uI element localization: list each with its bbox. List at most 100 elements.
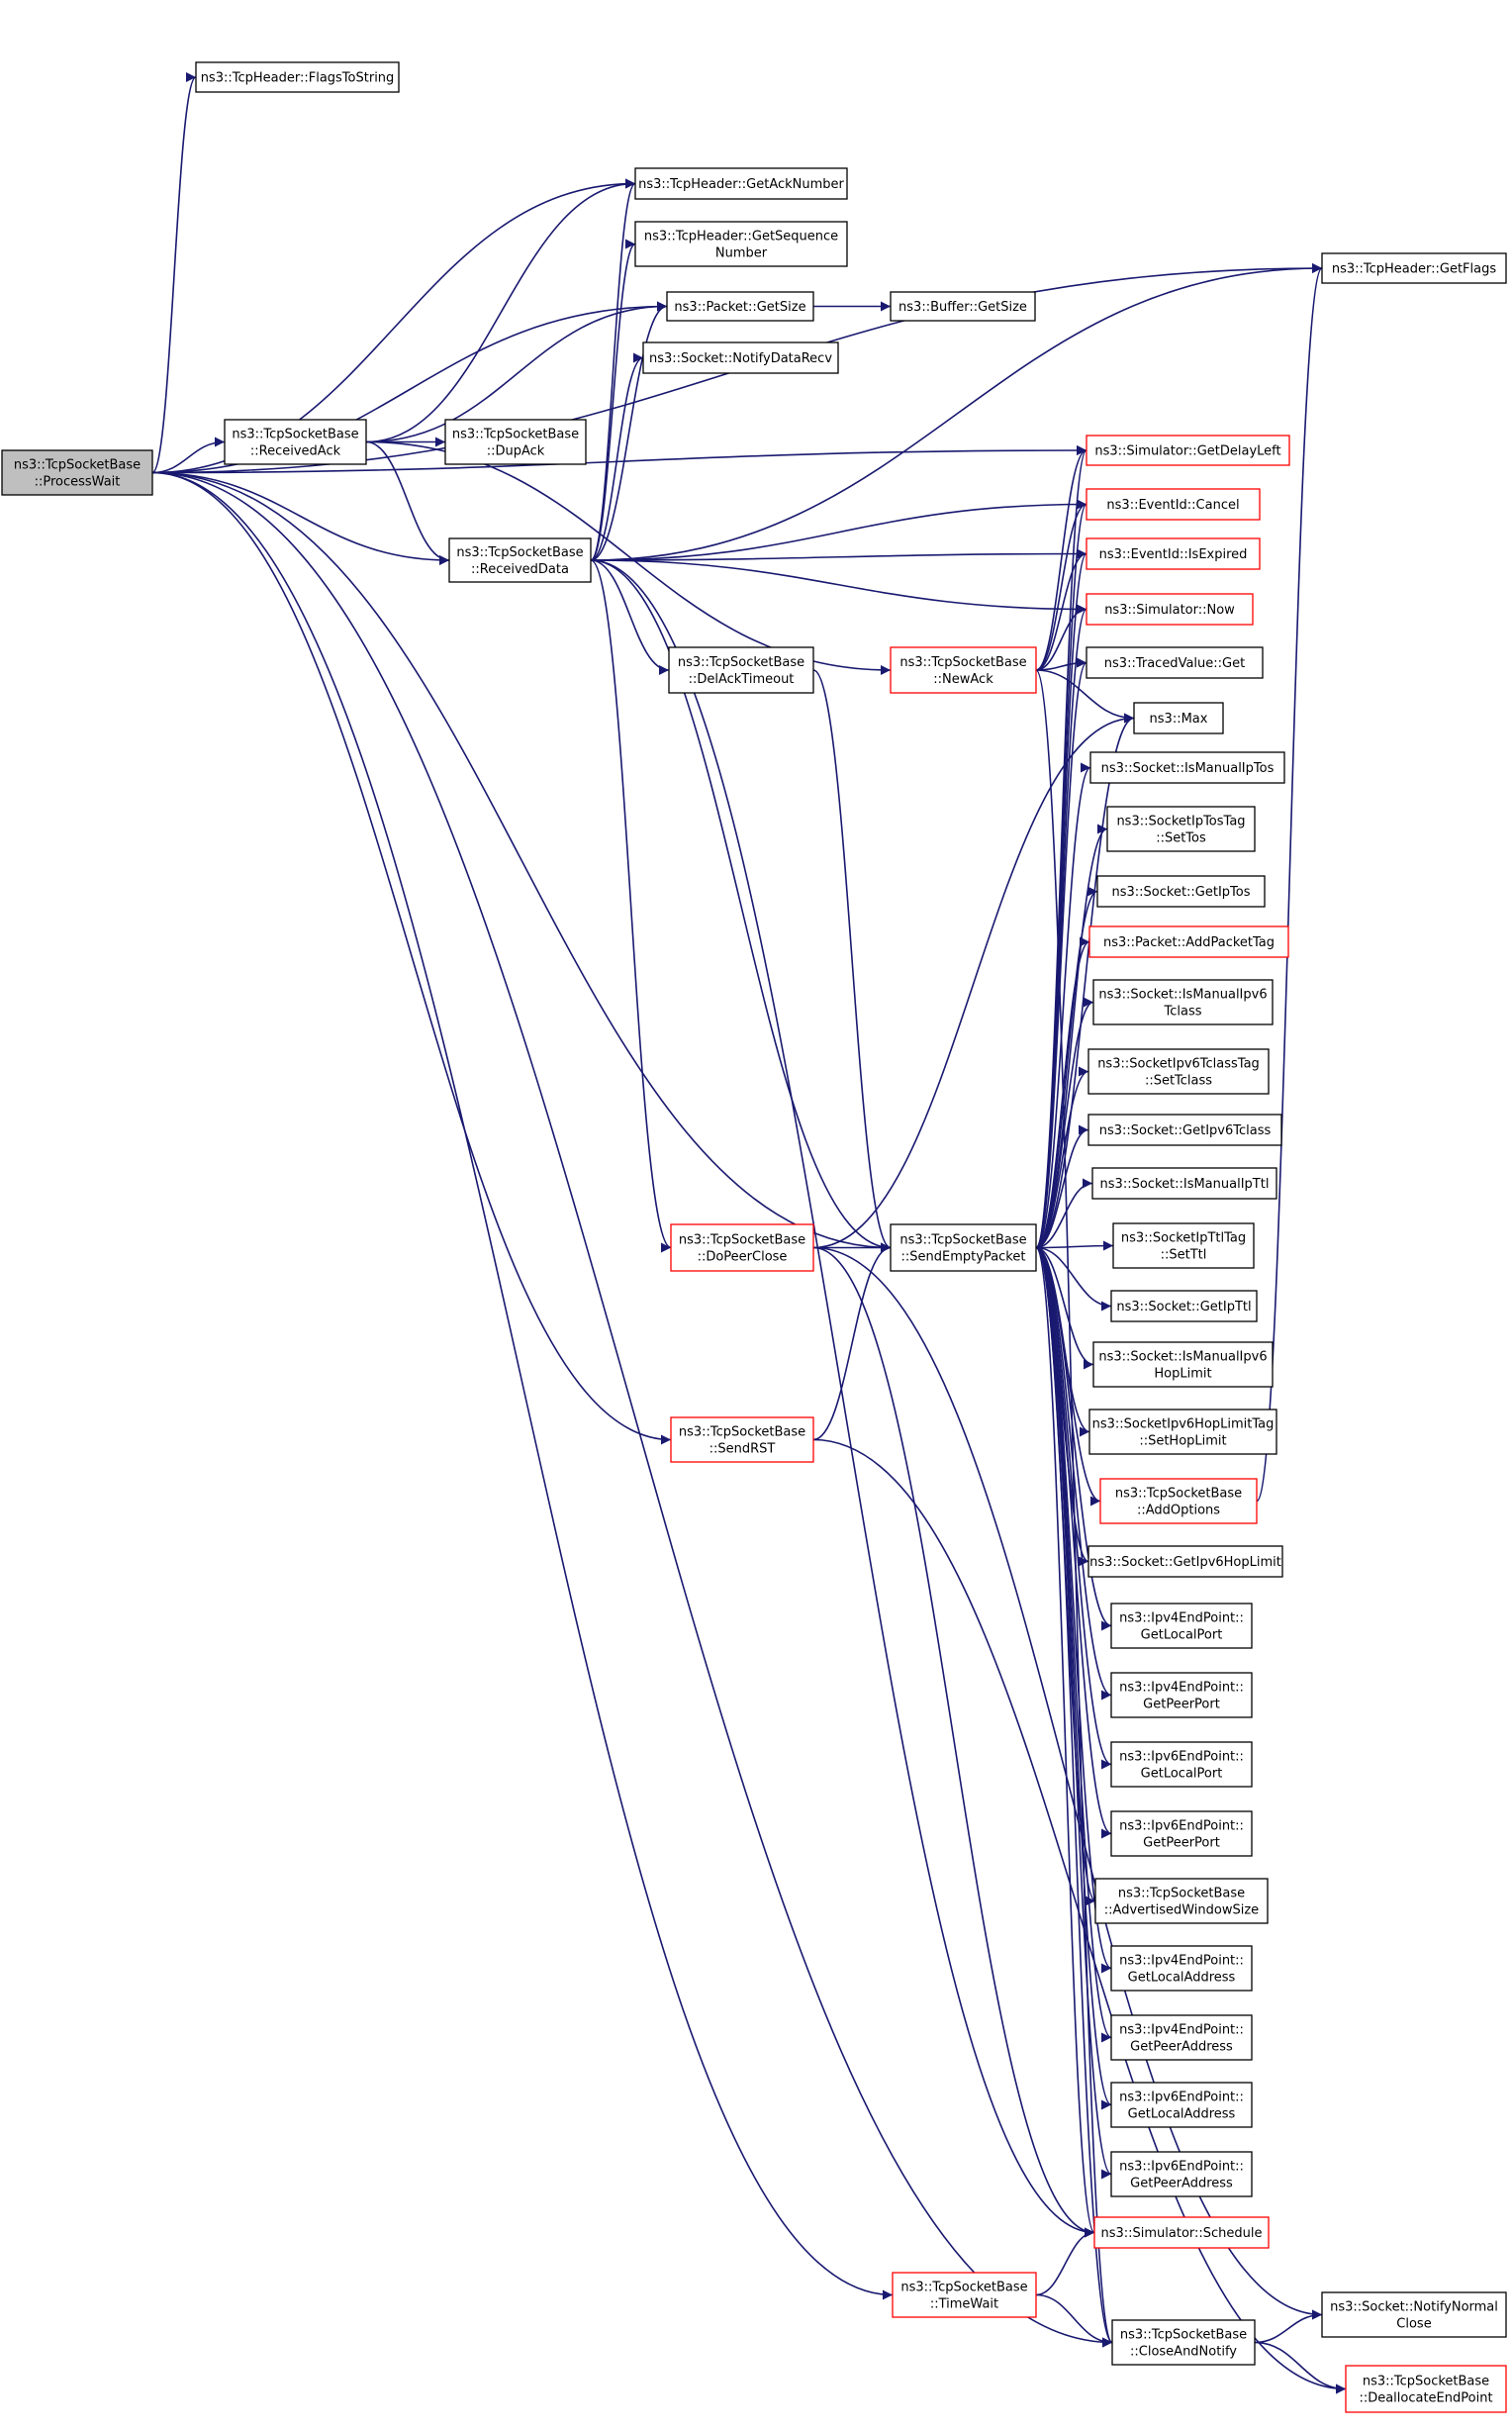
call-edge-received_data-to-get_sequence_number: [590, 239, 636, 561]
node-label-line: Tclass: [1163, 1005, 1201, 1020]
call-edge-time_wait-to-simulator_schedule: [1035, 2227, 1095, 2296]
node-box: [1086, 593, 1254, 626]
function-node-get_ipv6_tclass[interactable]: ns3::Socket::GetIpv6Tclass: [1087, 1114, 1282, 1146]
node-box: [1087, 1048, 1270, 1095]
call-edge-new_ack-to-max: [1035, 669, 1135, 724]
node-label-line: ns3::SocketIpTtlTag: [1121, 1231, 1246, 1246]
call-edge-do_peer_close-to-simulator_schedule: [812, 1246, 1095, 2238]
node-box: [890, 646, 1037, 694]
function-node-flags_to_string[interactable]: ns3::TcpHeader::FlagsToString: [195, 61, 400, 93]
function-node-packet_get_size[interactable]: ns3::Packet::GetSize: [666, 291, 814, 322]
node-box: [1093, 2216, 1270, 2249]
node-label-line: ns3::Buffer::GetSize: [898, 300, 1027, 315]
function-node-do_peer_close[interactable]: ns3::TcpSocketBase::DoPeerClose: [670, 1223, 814, 1272]
call-edge-send_empty_packet-to-ipv4_get_local_port: [1035, 1246, 1112, 1631]
function-node-add_options[interactable]: ns3::TcpSocketBase::AddOptions: [1099, 1478, 1258, 1524]
function-node-send_empty_packet[interactable]: ns3::TcpSocketBase::SendEmptyPacket: [890, 1223, 1037, 1272]
function-node-time_wait[interactable]: ns3::TcpSocketBase::TimeWait: [892, 2272, 1037, 2318]
node-label-line: ns3::TcpSocketBase: [1120, 2328, 1247, 2343]
node-box: [1091, 1167, 1277, 1200]
node-label-line: ns3::Packet::GetSize: [674, 300, 805, 315]
node-box: [634, 221, 848, 267]
node-label-line: ns3::EventId::IsExpired: [1099, 547, 1248, 562]
function-node-ip_tos_tag_set_tos[interactable]: ns3::SocketIpTosTag::SetTos: [1106, 806, 1256, 852]
function-node-eventid_cancel[interactable]: ns3::EventId::Cancel: [1086, 488, 1261, 521]
call-edge-received_ack-to-received_data: [365, 440, 450, 565]
function-node-received_data[interactable]: ns3::TcpSocketBase::ReceivedData: [448, 537, 592, 583]
function-node-ipv6_get_local_port[interactable]: ns3::Ipv6EndPoint::GetLocalPort: [1110, 1741, 1253, 1788]
function-node-add_packet_tag[interactable]: ns3::Packet::AddPacketTag: [1088, 925, 1289, 958]
node-label-line: ns3::TcpSocketBase: [679, 1425, 805, 1440]
node-label-line: ns3::TcpHeader::GetFlags: [1332, 262, 1497, 277]
function-node-ipv6_get_peer_address[interactable]: ns3::Ipv6EndPoint::GetPeerAddress: [1110, 2151, 1253, 2197]
function-node-simulator_schedule[interactable]: ns3::Simulator::Schedule: [1093, 2216, 1270, 2249]
function-node-deallocate_end_point[interactable]: ns3::TcpSocketBase::DeallocateEndPoint: [1345, 2365, 1507, 2413]
function-node-eventid_is_expired[interactable]: ns3::EventId::IsExpired: [1086, 537, 1261, 570]
function-node-get_flags[interactable]: ns3::TcpHeader::GetFlags: [1321, 252, 1507, 284]
function-node-received_ack[interactable]: ns3::TcpSocketBase::ReceivedAck: [224, 419, 367, 465]
call-edge-do_peer_close-to-max: [812, 713, 1135, 1249]
node-box: [1086, 435, 1290, 466]
function-node-get_ipv6_hop_limit[interactable]: ns3::Socket::GetIpv6HopLimit: [1087, 1545, 1283, 1578]
node-label-line: ns3::TcpSocketBase: [1363, 2375, 1489, 2389]
function-node-get_delay_left[interactable]: ns3::Simulator::GetDelayLeft: [1086, 435, 1290, 466]
node-box: [1110, 1290, 1258, 1322]
function-node-close_and_notify[interactable]: ns3::TcpSocketBase::CloseAndNotify: [1111, 2319, 1256, 2366]
node-label-line: ::SendRST: [709, 1442, 776, 1457]
function-node-send_rst[interactable]: ns3::TcpSocketBase::SendRST: [670, 1416, 814, 1463]
node-box: [195, 61, 400, 93]
function-node-buffer_get_size[interactable]: ns3::Buffer::GetSize: [890, 291, 1036, 322]
node-box: [224, 419, 367, 465]
function-node-ipv4_get_local_port[interactable]: ns3::Ipv4EndPoint::GetLocalPort: [1110, 1603, 1253, 1649]
function-node-ipv6_hop_limit_tag_set[interactable]: ns3::SocketIpv6HopLimitTag::SetHopLimit: [1088, 1409, 1277, 1455]
node-label-line: ns3::Ipv6EndPoint::: [1119, 1819, 1244, 1834]
node-box: [634, 167, 848, 200]
function-node-notify_data_recv[interactable]: ns3::Socket::NotifyDataRecv: [642, 341, 839, 374]
function-node-ipv4_get_local_address[interactable]: ns3::Ipv4EndPoint::GetLocalAddress: [1110, 1945, 1253, 1992]
node-box: [670, 1416, 814, 1463]
function-node-max[interactable]: ns3::Max: [1133, 702, 1224, 734]
call-edge-process_wait-to-time_wait: [151, 471, 894, 2300]
function-node-ipv6_tclass_tag_set[interactable]: ns3::SocketIpv6TclassTag::SetTclass: [1087, 1048, 1270, 1095]
function-node-simulator_now[interactable]: ns3::Simulator::Now: [1086, 593, 1254, 626]
call-edge-send_empty_packet-to-add_packet_tag: [1035, 936, 1090, 1249]
node-label-line: GetPeerAddress: [1130, 2040, 1233, 2055]
node-label-line: ns3::TcpSocketBase: [1115, 1487, 1242, 1502]
function-node-get_ip_ttl[interactable]: ns3::Socket::GetIpTtl: [1110, 1290, 1258, 1322]
node-box: [1086, 646, 1264, 679]
function-node-is_manual_ip_ttl[interactable]: ns3::Socket::IsManualIpTtl: [1091, 1167, 1277, 1200]
function-node-new_ack[interactable]: ns3::TcpSocketBase::NewAck: [890, 646, 1037, 694]
node-label-line: ns3::TcpHeader::GetSequence: [644, 230, 838, 244]
call-edge-new_ack-to-eventid_cancel: [1035, 499, 1087, 671]
call-edge-do_peer_close-to-notify_normal_close: [812, 1246, 1323, 2320]
function-node-advertised_window_size[interactable]: ns3::TcpSocketBase::AdvertisedWindowSize: [1094, 1878, 1269, 1924]
node-box: [1092, 1341, 1274, 1388]
function-node-ipv4_get_peer_address[interactable]: ns3::Ipv4EndPoint::GetPeerAddress: [1110, 2014, 1253, 2061]
node-label-line: ns3::Ipv4EndPoint::: [1119, 1611, 1244, 1626]
function-node-del_ack_timeout[interactable]: ns3::TcpSocketBase::DelAckTimeout: [668, 646, 814, 694]
function-node-dup_ack[interactable]: ns3::TcpSocketBase::DupAck: [444, 419, 587, 465]
function-node-get_ip_tos[interactable]: ns3::Socket::GetIpTos: [1096, 875, 1266, 908]
node-box: [1110, 1945, 1253, 1992]
function-node-get_ack_number[interactable]: ns3::TcpHeader::GetAckNumber: [634, 167, 848, 200]
node-box: [1321, 2291, 1507, 2338]
node-box: [890, 1223, 1037, 1272]
function-node-traced_value_get[interactable]: ns3::TracedValue::Get: [1086, 646, 1264, 679]
function-node-ip_ttl_tag_set_ttl[interactable]: ns3::SocketIpTtlTag::SetTtl: [1112, 1222, 1255, 1269]
node-label-line: ns3::Simulator::GetDelayLeft: [1094, 444, 1280, 459]
call-edge-close_and_notify-to-deallocate_end_point: [1254, 2341, 1347, 2394]
call-edge-send_empty_packet-to-ip_ttl_tag_set_ttl: [1035, 1240, 1114, 1251]
node-label-line: ::SetTtl: [1161, 1248, 1207, 1263]
function-node-ipv4_get_peer_port[interactable]: ns3::Ipv4EndPoint::GetPeerPort: [1110, 1672, 1253, 1718]
node-label-line: ::SetTos: [1156, 831, 1206, 846]
function-node-process_wait[interactable]: ns3::TcpSocketBase::ProcessWait: [1, 449, 153, 496]
function-node-ipv6_get_peer_port[interactable]: ns3::Ipv6EndPoint::GetPeerPort: [1110, 1810, 1253, 1857]
function-node-is_manual_ip_tos[interactable]: ns3::Socket::IsManualIpTos: [1089, 751, 1285, 784]
node-label-line: ::DeallocateEndPoint: [1359, 2391, 1492, 2406]
function-node-ipv6_get_local_address[interactable]: ns3::Ipv6EndPoint::GetLocalAddress: [1110, 2082, 1253, 2128]
